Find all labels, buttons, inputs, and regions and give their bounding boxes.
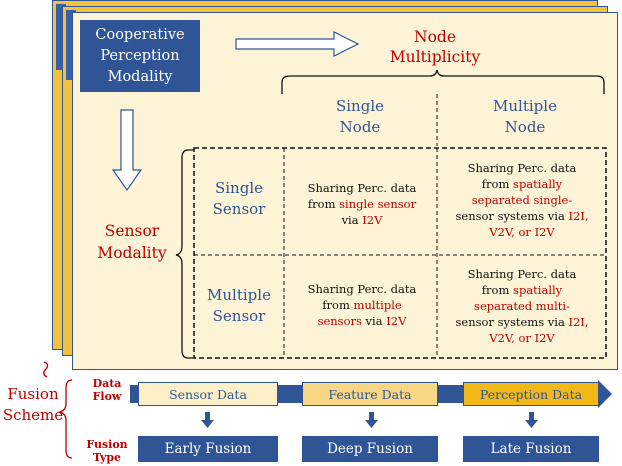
- cell-text: sensor systems via: [455, 315, 569, 329]
- cell-text: sensor systems via: [455, 209, 569, 223]
- cell-text: Sharing Perc. data: [307, 282, 417, 296]
- cell-line: from single sensor: [288, 196, 436, 212]
- title-line-1: Cooperative: [95, 26, 185, 43]
- row-single-line-2: Sensor: [212, 200, 266, 218]
- cell-line: sensors via I2V: [288, 313, 436, 329]
- fusion-type-label: Fusion Type: [76, 438, 138, 464]
- node-multiplicity-line-2: Multiplicity: [389, 48, 481, 66]
- fusion-box-deep: Deep Fusion: [302, 436, 438, 462]
- cell-line: Sharing Perc. data: [440, 160, 604, 176]
- column-header-multiple-node: Multiple Node: [450, 96, 600, 138]
- red-squiggle-icon: [43, 361, 49, 378]
- row-multiple-line-1: Multiple: [207, 286, 271, 304]
- cell-highlight-text: I2V: [386, 314, 407, 328]
- cell-line: Sharing Perc. data: [288, 180, 436, 196]
- cell-highlight-text: single sensor: [339, 197, 417, 211]
- column-header-single-node: Single Node: [290, 96, 430, 138]
- down-arrow-1-icon: [201, 412, 214, 428]
- fusion-type-line-1: Fusion: [86, 438, 128, 451]
- cell-highlight-text: I2I,: [568, 209, 589, 223]
- cell-highlight-text: I2I,: [568, 315, 589, 329]
- row-multiple-line-2: Sensor: [212, 307, 266, 325]
- title-line-2: Perception: [100, 47, 180, 64]
- cell-highlight-text: multiple: [353, 298, 402, 312]
- flow-box-perception-data: Perception Data: [463, 382, 599, 406]
- cell-highlight-text: separated multi-: [474, 299, 570, 313]
- sensor-modality-label: Sensor Modality: [86, 220, 178, 264]
- cell-highlight-text: V2V, or I2V: [489, 225, 555, 239]
- fusion-type-line-2: Type: [92, 451, 122, 464]
- cell-line: from multiple: [288, 297, 436, 313]
- cell-highlight-text: spatially: [513, 177, 563, 191]
- cell-text: Sharing Perc. data: [307, 181, 417, 195]
- cell-line: via I2V: [288, 212, 436, 228]
- hollow-arrow-down-icon: [111, 109, 143, 192]
- cell-line: V2V, or I2V: [440, 330, 604, 346]
- flow-box-feature-data: Feature Data: [302, 382, 438, 406]
- scheme-brace: [57, 379, 73, 459]
- flow-box-sensor-data: Sensor Data: [138, 382, 278, 406]
- down-arrow-2-icon: [365, 412, 378, 428]
- cell-text: from: [307, 197, 340, 211]
- fusion-scheme-line-1: Fusion: [7, 385, 59, 403]
- column-single-line-2: Node: [339, 118, 381, 136]
- data-flow-line-2: Flow: [92, 390, 122, 403]
- cell-highlight-text: spatially: [513, 283, 563, 297]
- title-line-3: Modality: [107, 68, 173, 85]
- node-multiplicity-line-1: Node: [414, 28, 456, 46]
- cell-line: from spatially: [440, 176, 604, 192]
- down-arrow-3-icon: [525, 412, 538, 428]
- cell-line: Sharing Perc. data: [288, 281, 436, 297]
- column-single-line-1: Single: [335, 97, 384, 115]
- cell-text: from: [481, 283, 514, 297]
- grid-outline: [193, 147, 607, 359]
- data-flow-label: Data Flow: [82, 377, 132, 403]
- cell-line: separated multi-: [440, 298, 604, 314]
- fusion-box-late: Late Fusion: [463, 436, 599, 462]
- cell-highlight-text: separated single-: [471, 193, 573, 207]
- column-multiple-line-1: Multiple: [493, 97, 557, 115]
- cell-highlight-text: I2V: [362, 213, 383, 227]
- cell-text: Sharing Perc. data: [467, 161, 577, 175]
- column-multiple-line-2: Node: [504, 118, 546, 136]
- node-multiplicity-label: Node Multiplicity: [370, 27, 500, 67]
- cell-line: separated single-: [440, 192, 604, 208]
- cell-text: from: [481, 177, 514, 191]
- cell-text: via: [341, 213, 363, 227]
- cell-line: Sharing Perc. data: [440, 266, 604, 282]
- sensor-modality-line-2: Modality: [97, 244, 167, 262]
- cell-highlight-text: V2V, or I2V: [489, 331, 555, 345]
- fusion-box-early: Early Fusion: [138, 436, 278, 462]
- row-single-line-1: Single: [214, 179, 263, 197]
- fusion-scheme-line-2: Scheme: [2, 406, 64, 424]
- cell-text: via: [361, 314, 387, 328]
- fusion-scheme-label: Fusion Scheme: [0, 384, 66, 426]
- cell-line: sensor systems via I2I,: [440, 208, 604, 224]
- row-header-single-sensor: Single Sensor: [194, 178, 284, 220]
- sensor-brace: [175, 149, 194, 359]
- cell-line: V2V, or I2V: [440, 224, 604, 240]
- page-tab-2: [56, 4, 66, 70]
- hollow-arrow-right-icon: [235, 31, 360, 57]
- cooperative-perception-modality-box: Cooperative Perception Modality: [80, 20, 200, 92]
- row-header-multiple-sensor: Multiple Sensor: [194, 285, 284, 327]
- data-flow-line-1: Data: [92, 377, 122, 390]
- node-brace: [281, 69, 605, 94]
- cell-text: Sharing Perc. data: [467, 267, 577, 281]
- cell-text: from: [322, 298, 354, 312]
- cell-line: from spatially: [440, 282, 604, 298]
- sensor-modality-line-1: Sensor: [104, 222, 160, 240]
- cell-line: sensor systems via I2I,: [440, 314, 604, 330]
- cell-highlight-text: sensors: [317, 314, 362, 328]
- page-tab-1: [66, 10, 76, 80]
